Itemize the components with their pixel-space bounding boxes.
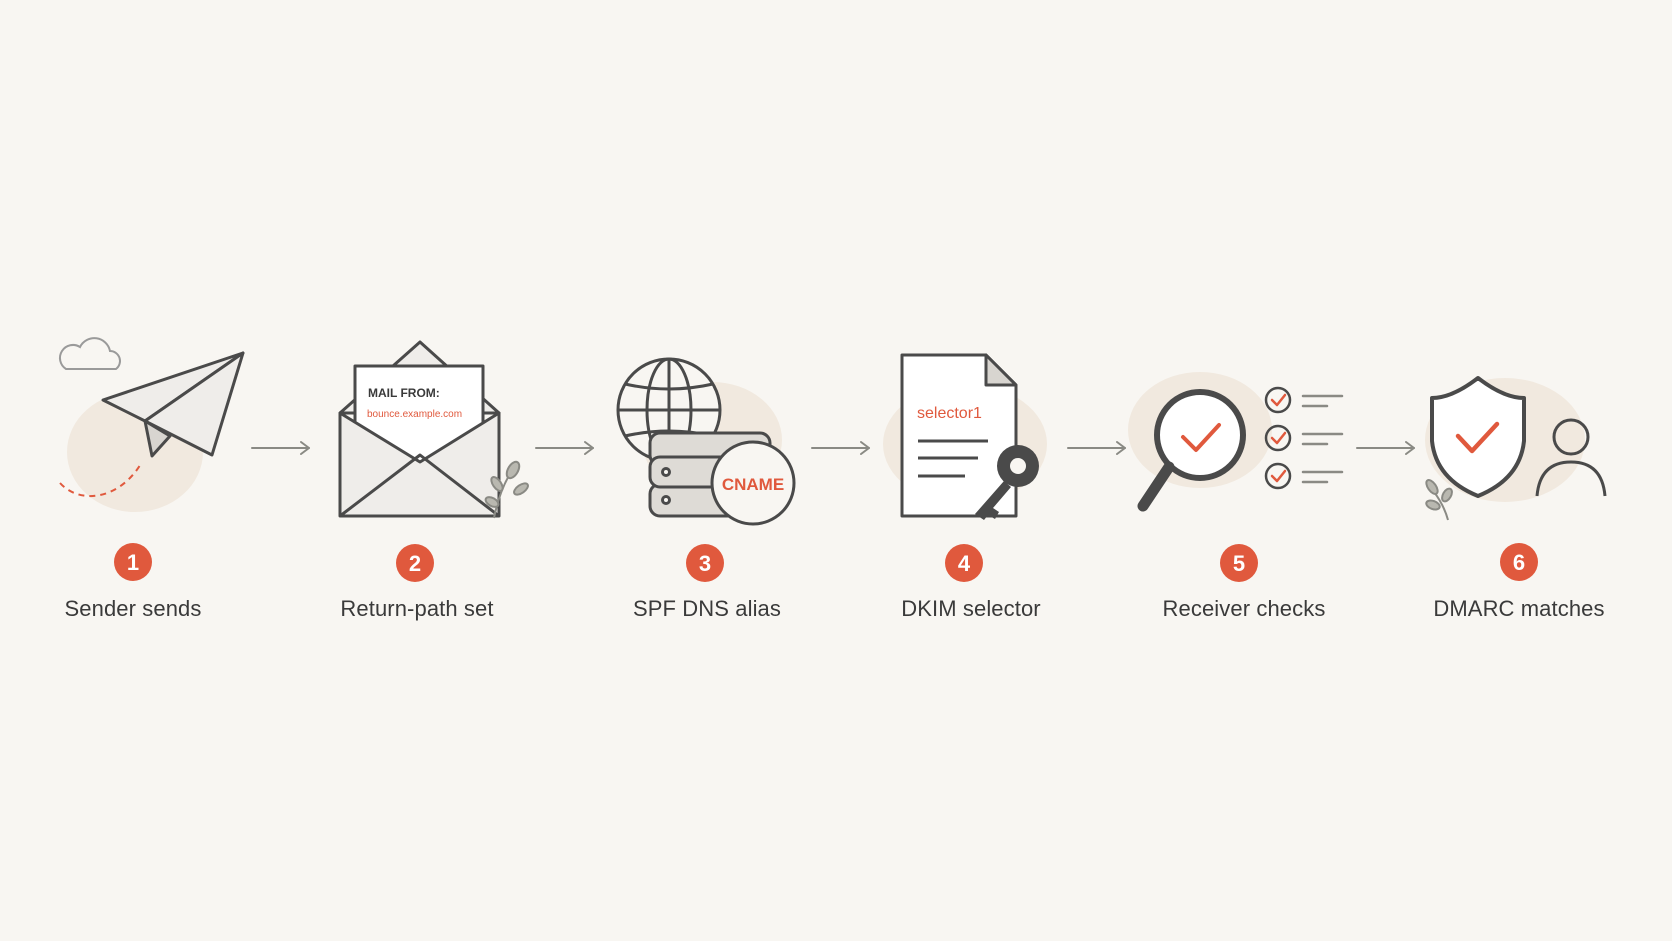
envelope-icon	[338, 340, 501, 518]
leaf-sprig-icon	[484, 460, 529, 519]
connector-arrows	[251, 441, 1415, 455]
key-icon	[975, 445, 1039, 520]
step-3-label: SPF DNS alias	[632, 596, 781, 621]
step-5-icon-group	[1128, 372, 1344, 512]
cname-label: CNAME	[722, 475, 784, 494]
mail-from-label: MAIL FROM:	[368, 386, 440, 400]
step-2-icon-group: MAIL FROM: bounce.example.com	[338, 340, 529, 519]
step-6-badge: 6	[1500, 543, 1538, 581]
step-6-number: 6	[1513, 550, 1525, 575]
arrow-right-icon	[535, 441, 594, 455]
step-1-label: Sender sends	[64, 596, 202, 621]
step-1-badge: 1	[114, 543, 152, 581]
cloud-icon	[59, 337, 121, 370]
arrow-right-icon	[811, 441, 870, 455]
step-4-badge: 4	[945, 544, 983, 582]
step-6-label: DMARC matches	[1433, 596, 1605, 621]
step-5-label: Receiver checks	[1162, 596, 1326, 621]
paper-plane-icon	[101, 351, 245, 458]
arrow-right-icon	[1067, 441, 1126, 455]
leaf-sprig-icon	[1425, 479, 1453, 521]
user-icon	[1535, 418, 1607, 497]
step-5-number: 5	[1233, 551, 1245, 576]
cname-badge	[710, 440, 796, 526]
document-icon	[900, 353, 1018, 518]
selector-text: selector1	[917, 405, 982, 422]
step-1-number: 1	[127, 550, 139, 575]
step-4-label: DKIM selector	[901, 596, 1041, 621]
step-2-label: Return-path set	[340, 596, 494, 621]
step-3-number: 3	[699, 551, 711, 576]
step-badges: 1 2 3 4 5 6	[114, 543, 1538, 582]
step-4-number: 4	[958, 551, 971, 576]
step-3-icon-group: CNAME	[616, 357, 796, 526]
step-6-icon-group	[1425, 376, 1607, 521]
arrow-right-icon	[251, 441, 310, 455]
arrow-right-icon	[1356, 441, 1415, 455]
step-2-number: 2	[409, 551, 421, 576]
shield-icon	[1430, 376, 1526, 498]
step-4-icon-group: selector1	[883, 353, 1047, 520]
step-1-icon-group	[59, 337, 245, 512]
bounce-domain: bounce.example.com	[367, 409, 462, 420]
checklist-icon	[1264, 386, 1344, 490]
step-3-badge: 3	[686, 544, 724, 582]
magnifier-icon	[1137, 389, 1246, 512]
step-2-badge: 2	[396, 544, 434, 582]
step-5-badge: 5	[1220, 544, 1258, 582]
